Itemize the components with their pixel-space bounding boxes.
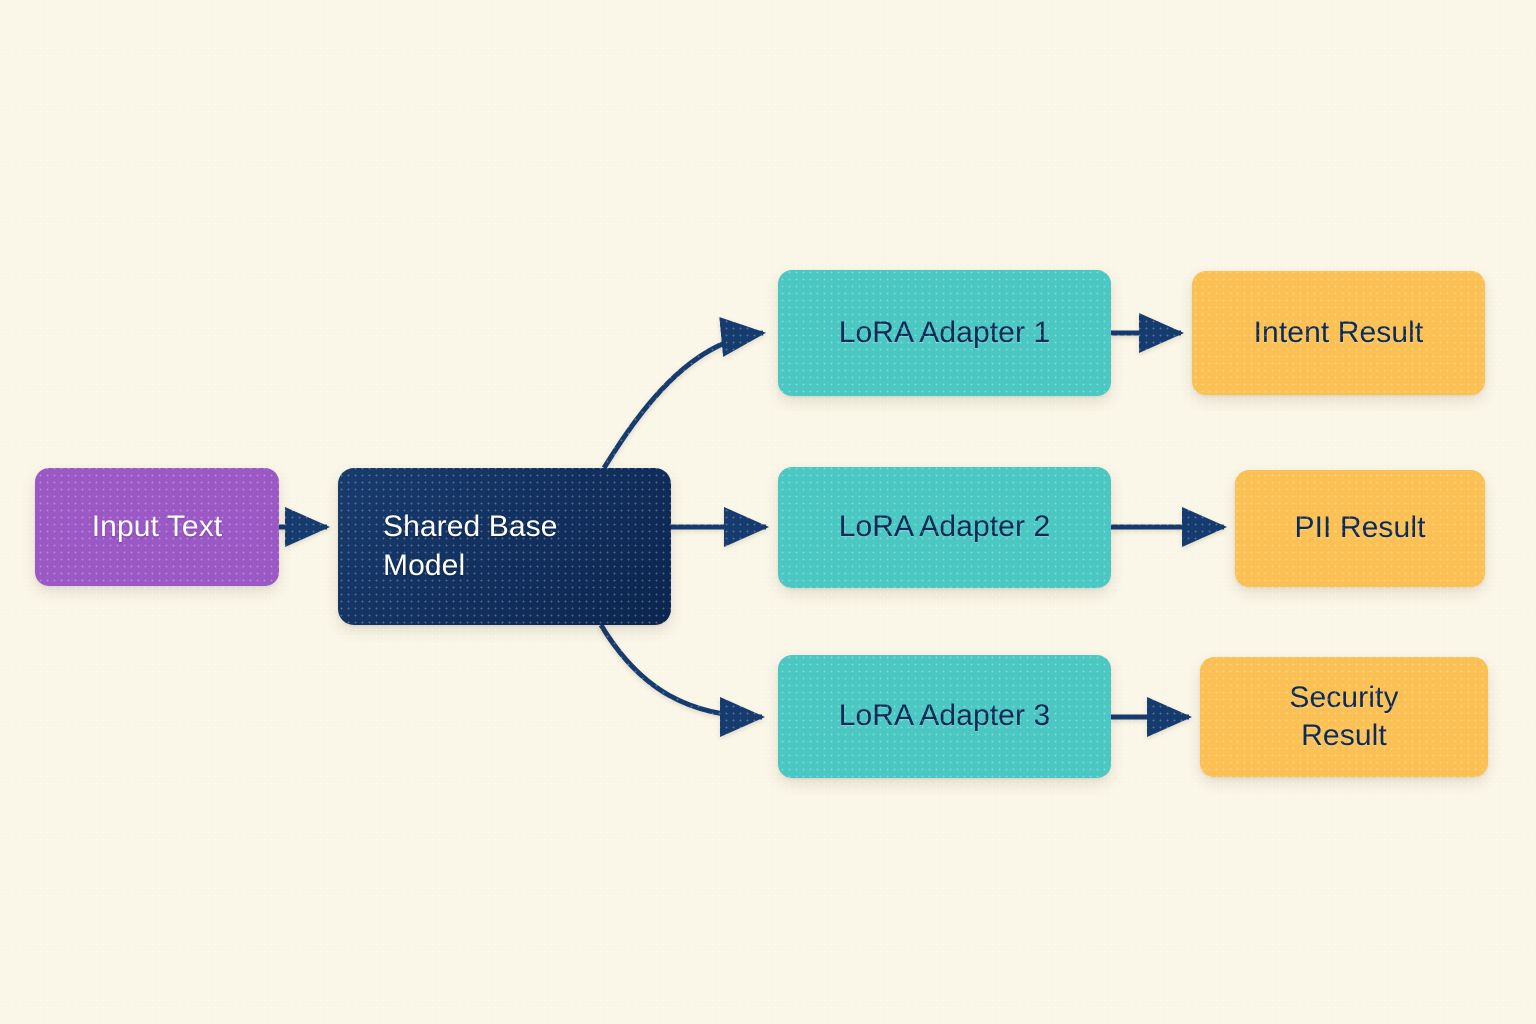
- node-input-text-label: Input Text: [91, 509, 223, 543]
- node-security-result[interactable]: Security Result: [1200, 657, 1488, 777]
- node-security-result-label: Security Result: [1289, 680, 1399, 752]
- node-intent-result-label: Intent Result: [1253, 315, 1424, 349]
- node-lora-adapter-3[interactable]: LoRA Adapter 3: [778, 655, 1111, 778]
- edge-base-to-adapter-1: [601, 317, 766, 470]
- node-shared-base-model-line2: Model: [383, 548, 466, 582]
- node-shared-base-model-line1: Shared Base: [383, 510, 558, 544]
- node-lora-adapter-2-label: LoRA Adapter 2: [838, 510, 1051, 544]
- node-lora-adapter-1-label: LoRA Adapter 1: [838, 315, 1051, 349]
- node-lora-adapter-1[interactable]: LoRA Adapter 1: [778, 270, 1111, 396]
- edge-base-to-adapter-3: [598, 623, 766, 737]
- node-intent-result[interactable]: Intent Result: [1192, 271, 1485, 395]
- node-input-text[interactable]: Input Text: [35, 468, 279, 586]
- node-lora-adapter-2[interactable]: LoRA Adapter 2: [778, 467, 1111, 588]
- node-pii-result-label: PII Result: [1294, 511, 1426, 545]
- node-lora-adapter-3-label: LoRA Adapter 3: [838, 699, 1051, 733]
- node-pii-result[interactable]: PII Result: [1235, 470, 1485, 587]
